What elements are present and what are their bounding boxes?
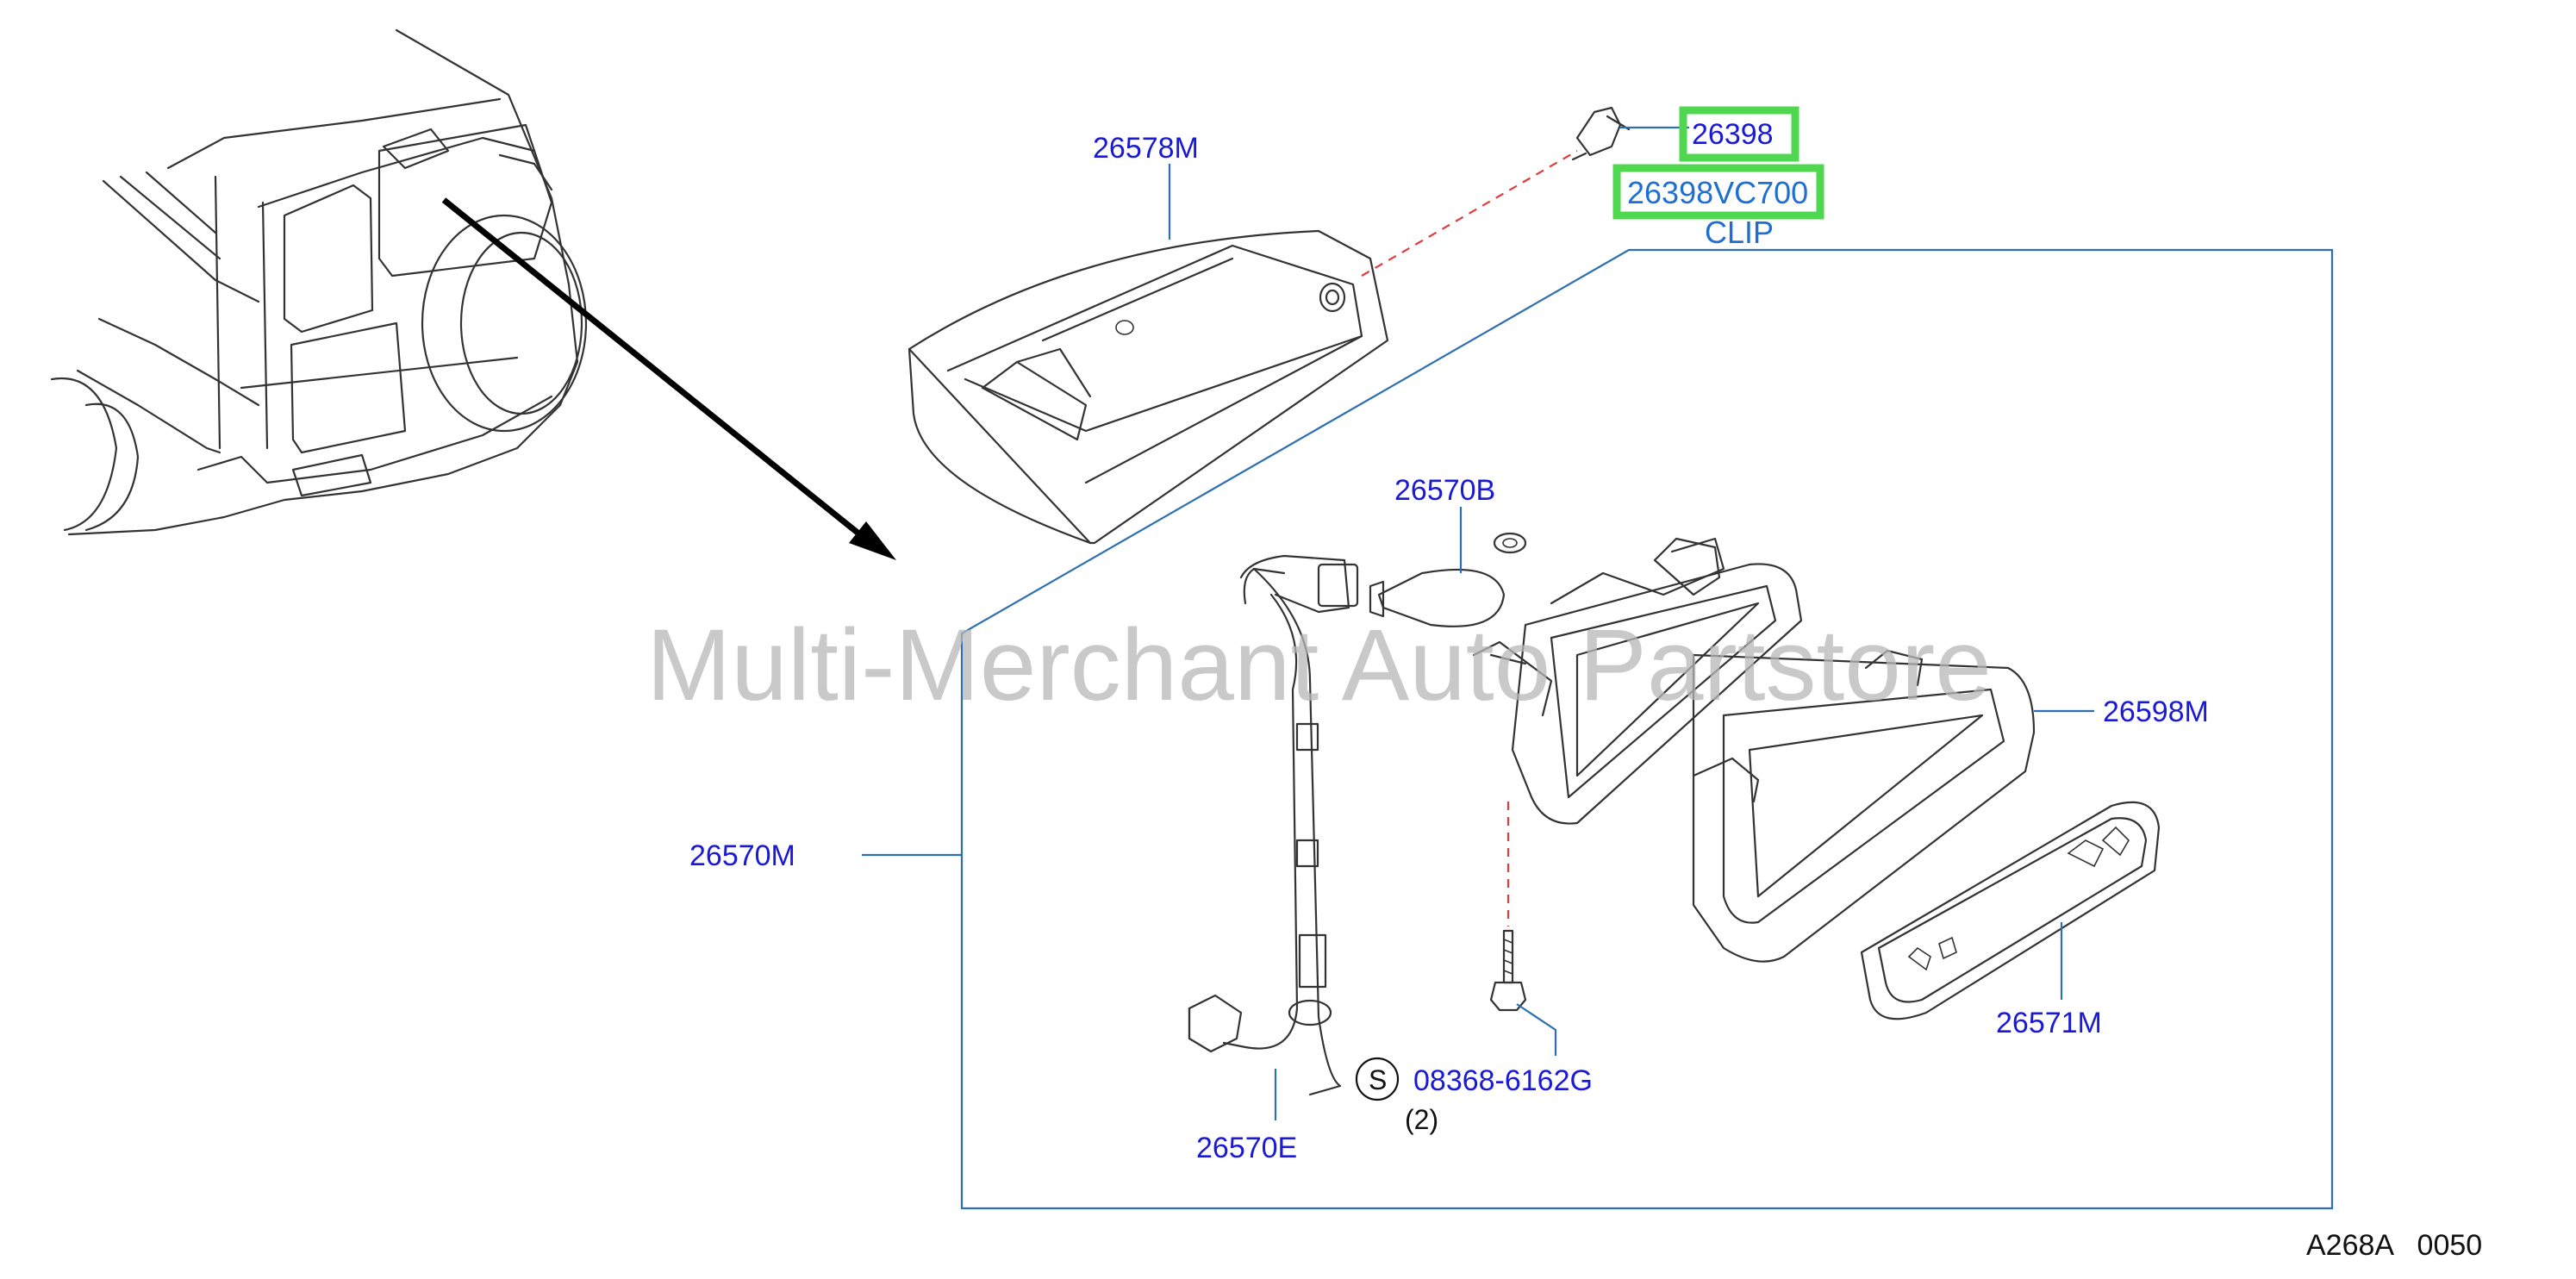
housing-26578m [908,229,1389,545]
label-26570e[interactable]: 26570E [1196,1132,1297,1164]
label-26570m[interactable]: 26570M [689,839,795,872]
label-26398vc700[interactable]: 26398VC700 [1627,175,1808,210]
label-26578m[interactable]: 26578M [1093,132,1199,165]
diagram-reference: A268A 0050 [2306,1229,2482,1262]
assembly-frame [960,248,2334,1210]
bulb-26570b [1369,532,1527,627]
watermark-text: Multi-Merchant Auto Partstore [646,608,1992,722]
vehicle-rear-illustration [50,28,896,560]
screw-08368-6162g [1489,929,1527,1012]
s-symbol-text: S [1369,1064,1387,1095]
lamp-body-26598m [1472,537,2036,963]
harness-26570e [1188,554,1359,1096]
s-symbol-circle [1355,1057,1400,1101]
label-26570b[interactable]: 26570B [1394,474,1495,507]
label-clip: CLIP [1705,215,1774,250]
label-26571m[interactable]: 26571M [1996,1007,2102,1039]
label-08368-6162g-group: S 08368-6162G (2) [1355,1057,1593,1135]
highlight-box-26398 [1679,106,1799,162]
label-26398[interactable]: 26398 [1692,118,1774,151]
clip-26398 [1571,106,1631,161]
label-08368-6162g[interactable]: 08368-6162G [1413,1064,1593,1097]
dashed-line-clip [1361,150,1578,277]
highlight-box-26398vc700 [1612,164,1824,220]
leader-lines [862,126,2094,1120]
label-26598m[interactable]: 26598M [2103,696,2209,728]
lens-26571m [1860,801,2161,1020]
quantity-label: (2) [1405,1104,1438,1135]
